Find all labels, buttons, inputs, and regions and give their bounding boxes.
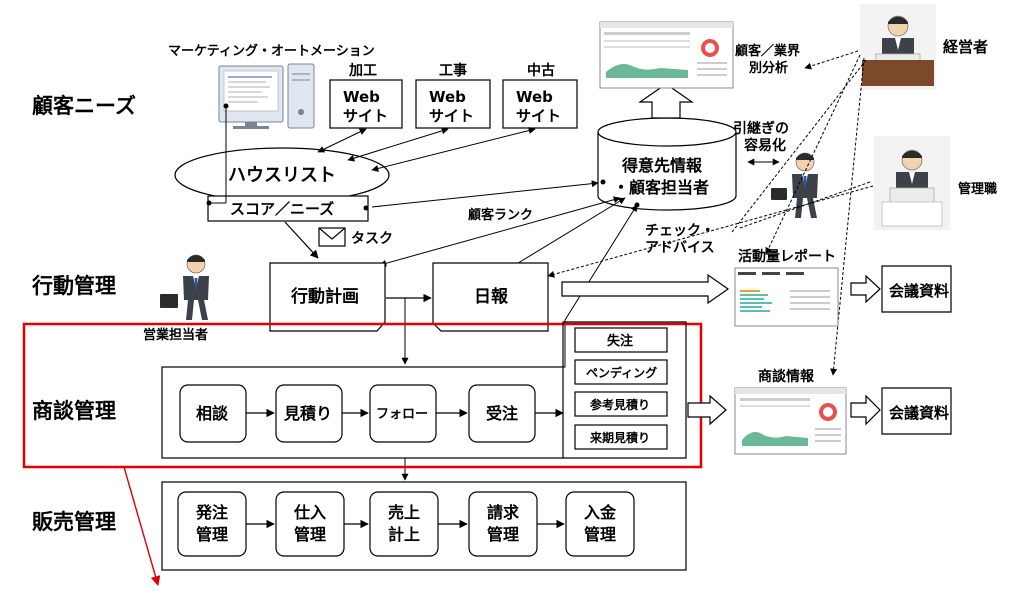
handover-line2: 容易化 xyxy=(743,137,786,154)
db-to-dashboard-arrow xyxy=(638,83,694,119)
sales-rep-label: 営業担当者 xyxy=(143,327,208,343)
deal-flow: 相談 見積り フォロー 受注 xyxy=(179,384,564,443)
sales-step-line2: 管理 xyxy=(294,525,326,544)
website-box xyxy=(502,79,578,129)
deal-step-label: 相談 xyxy=(196,404,229,423)
website-box xyxy=(329,79,403,129)
manager-label: 管理職 xyxy=(958,181,997,197)
computer-icon xyxy=(218,63,315,129)
sales-step-box xyxy=(369,491,439,557)
sales-step-box xyxy=(565,491,635,557)
activity-report-label: 活動量レポート xyxy=(738,248,836,265)
check-advice-line2: アドバイス xyxy=(645,240,715,256)
sales-step-line1: 請求 xyxy=(487,503,520,522)
sales-step-box xyxy=(275,491,345,557)
deal-outcome-label: 失注 xyxy=(607,333,633,349)
sales-step-line2: 計上 xyxy=(388,525,420,544)
website-box xyxy=(415,79,491,129)
deal-outcome-label: 参考見積り xyxy=(590,397,650,412)
website-group: 加工 Web サイト 工事 Web サイト 中古 Web サイト xyxy=(329,62,578,129)
section-customer-needs: 顧客ニーズ xyxy=(32,94,136,118)
website-category-label: 中古 xyxy=(527,62,555,79)
meeting-doc-label: 会議資料 xyxy=(889,282,949,300)
deal-to-info-arrow xyxy=(687,394,727,426)
website-label-line2: サイト xyxy=(343,107,388,125)
sales-step-box xyxy=(468,491,538,557)
section-action-management: 行動管理 xyxy=(31,274,116,298)
website-label-line2: サイト xyxy=(429,107,474,125)
website-category-label: 加工 xyxy=(348,63,377,79)
sales-step-box xyxy=(177,491,247,557)
deal-management-highlight xyxy=(22,322,703,469)
deal-outcome-box xyxy=(574,424,668,450)
house-list-label: ハウスリスト xyxy=(228,165,336,186)
website-label-line1: Web xyxy=(429,88,466,106)
handover-line1: 引継ぎの xyxy=(733,120,789,137)
customer-rank-label: 顧客ランク xyxy=(468,207,533,223)
customer-database-cylinder xyxy=(597,117,737,211)
action-plan-box xyxy=(269,262,386,332)
sales-step-line1: 仕入 xyxy=(293,503,326,522)
score-needs-label: スコア／ニーズ xyxy=(230,200,334,218)
manager-icon xyxy=(874,136,950,230)
sales-rep-icon xyxy=(160,254,210,321)
website-label-line1: Web xyxy=(516,88,553,106)
daily-to-report-arrow xyxy=(561,273,730,305)
task-label: タスク xyxy=(351,231,393,247)
deal-outcome-box xyxy=(574,327,668,353)
daily-report-box xyxy=(432,262,549,332)
executive-label: 経営者 xyxy=(943,38,988,56)
deal-outcome-box xyxy=(574,391,668,417)
database-label-line2: ・顧客担当者 xyxy=(613,178,709,197)
meeting-doc-box xyxy=(881,387,952,435)
database-label-line1: 得意先情報 xyxy=(621,156,703,175)
marketing-automation-title: マーケティング・オートメーション xyxy=(168,43,375,59)
deal-info-thumbnail xyxy=(734,387,847,455)
meeting-doc-label: 会議資料 xyxy=(889,404,949,422)
deal-step-label: 受注 xyxy=(486,404,518,423)
website-label-line1: Web xyxy=(343,88,380,106)
sales-step-line1: 売上 xyxy=(388,503,420,522)
analysis-line1: 顧客／業界 xyxy=(735,43,800,59)
deal-outcome-box xyxy=(574,359,668,385)
daily-report-label: 日報 xyxy=(474,286,509,307)
deal-outcome-label: ペンディング xyxy=(586,365,657,380)
deal-outcomes: 失注 ペンディング 参考見積り 来期見積り xyxy=(574,327,668,450)
website-label-line2: サイト xyxy=(516,107,561,125)
action-plan-label: 行動計画 xyxy=(290,286,359,307)
sales-step-line2: 管理 xyxy=(487,525,519,544)
check-advice-line1: チェック・ xyxy=(645,223,715,239)
deal-outcome-label: 来期見積り xyxy=(589,430,650,445)
dashboard-thumbnail xyxy=(599,21,734,89)
website-category-label: 工事 xyxy=(439,62,467,79)
sales-step-line1: 発注 xyxy=(195,503,228,522)
salesperson-walking-icon xyxy=(771,152,819,219)
red-diagonal-arrow xyxy=(123,466,161,586)
section-deal-management: 商談管理 xyxy=(32,399,116,423)
analysis-line2: 別分析 xyxy=(748,60,788,76)
section-sales-management: 販売管理 xyxy=(32,510,116,534)
sales-flow: 発注 管理 仕入 管理 売上 計上 請求 管理 入金 管理 xyxy=(177,491,635,557)
sales-step-line2: 管理 xyxy=(584,525,616,544)
meeting-doc-box xyxy=(881,265,952,313)
envelope-icon xyxy=(318,227,346,247)
sales-step-line1: 入金 xyxy=(584,503,617,522)
deal-step-label: フォロー xyxy=(376,407,428,422)
deal-step-label: 見積り xyxy=(283,404,332,423)
sales-step-line2: 管理 xyxy=(196,525,228,544)
activity-report-thumbnail xyxy=(734,267,839,327)
deal-info-label: 商談情報 xyxy=(758,368,815,385)
executive-icon xyxy=(860,4,936,90)
